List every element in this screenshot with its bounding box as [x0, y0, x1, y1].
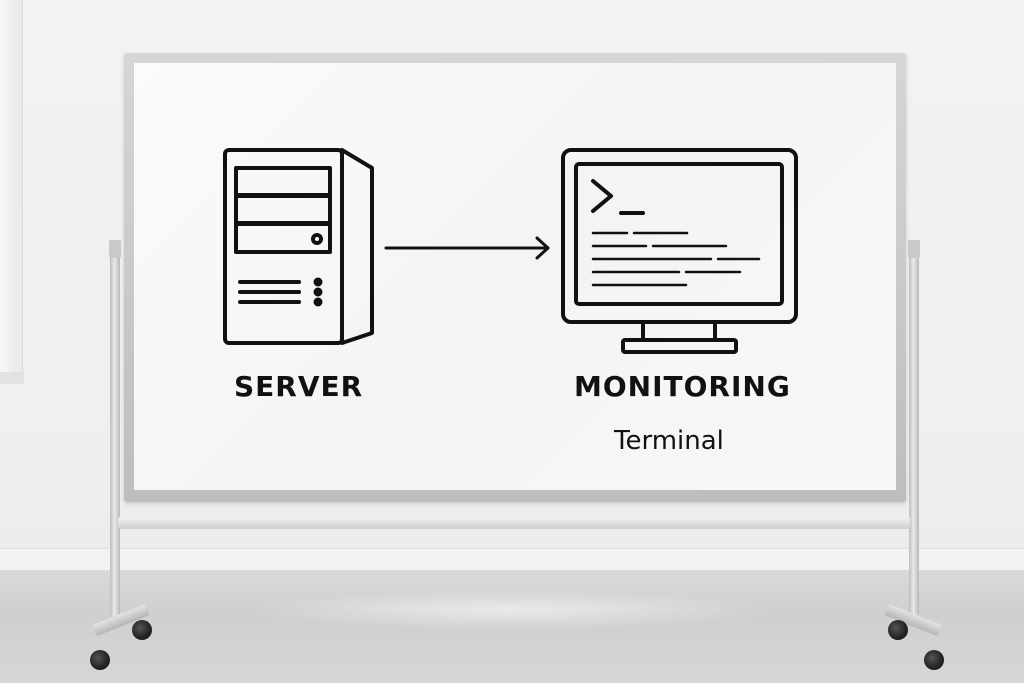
wall-baseboard [0, 548, 1024, 572]
wheel-icon [888, 620, 908, 640]
whiteboard-surface [134, 63, 896, 490]
terminal-monitor-icon [561, 148, 798, 354]
server-tower-icon [223, 148, 374, 345]
leg-cap-right [908, 240, 920, 258]
window-frame [0, 0, 23, 380]
right-arrow-icon [384, 236, 550, 260]
stand-crossbar [118, 517, 910, 529]
monitoring-label: MONITORING [574, 370, 791, 403]
leg-cap-left [109, 240, 121, 258]
floor-light [250, 590, 770, 630]
stand-leg-left [110, 246, 120, 616]
wheel-icon [90, 650, 110, 670]
wheel-icon [132, 620, 152, 640]
server-label: SERVER [234, 370, 364, 403]
terminal-label: Terminal [614, 426, 724, 456]
wheel-icon [924, 650, 944, 670]
window-sill [0, 372, 24, 384]
stand-leg-right [909, 246, 919, 616]
